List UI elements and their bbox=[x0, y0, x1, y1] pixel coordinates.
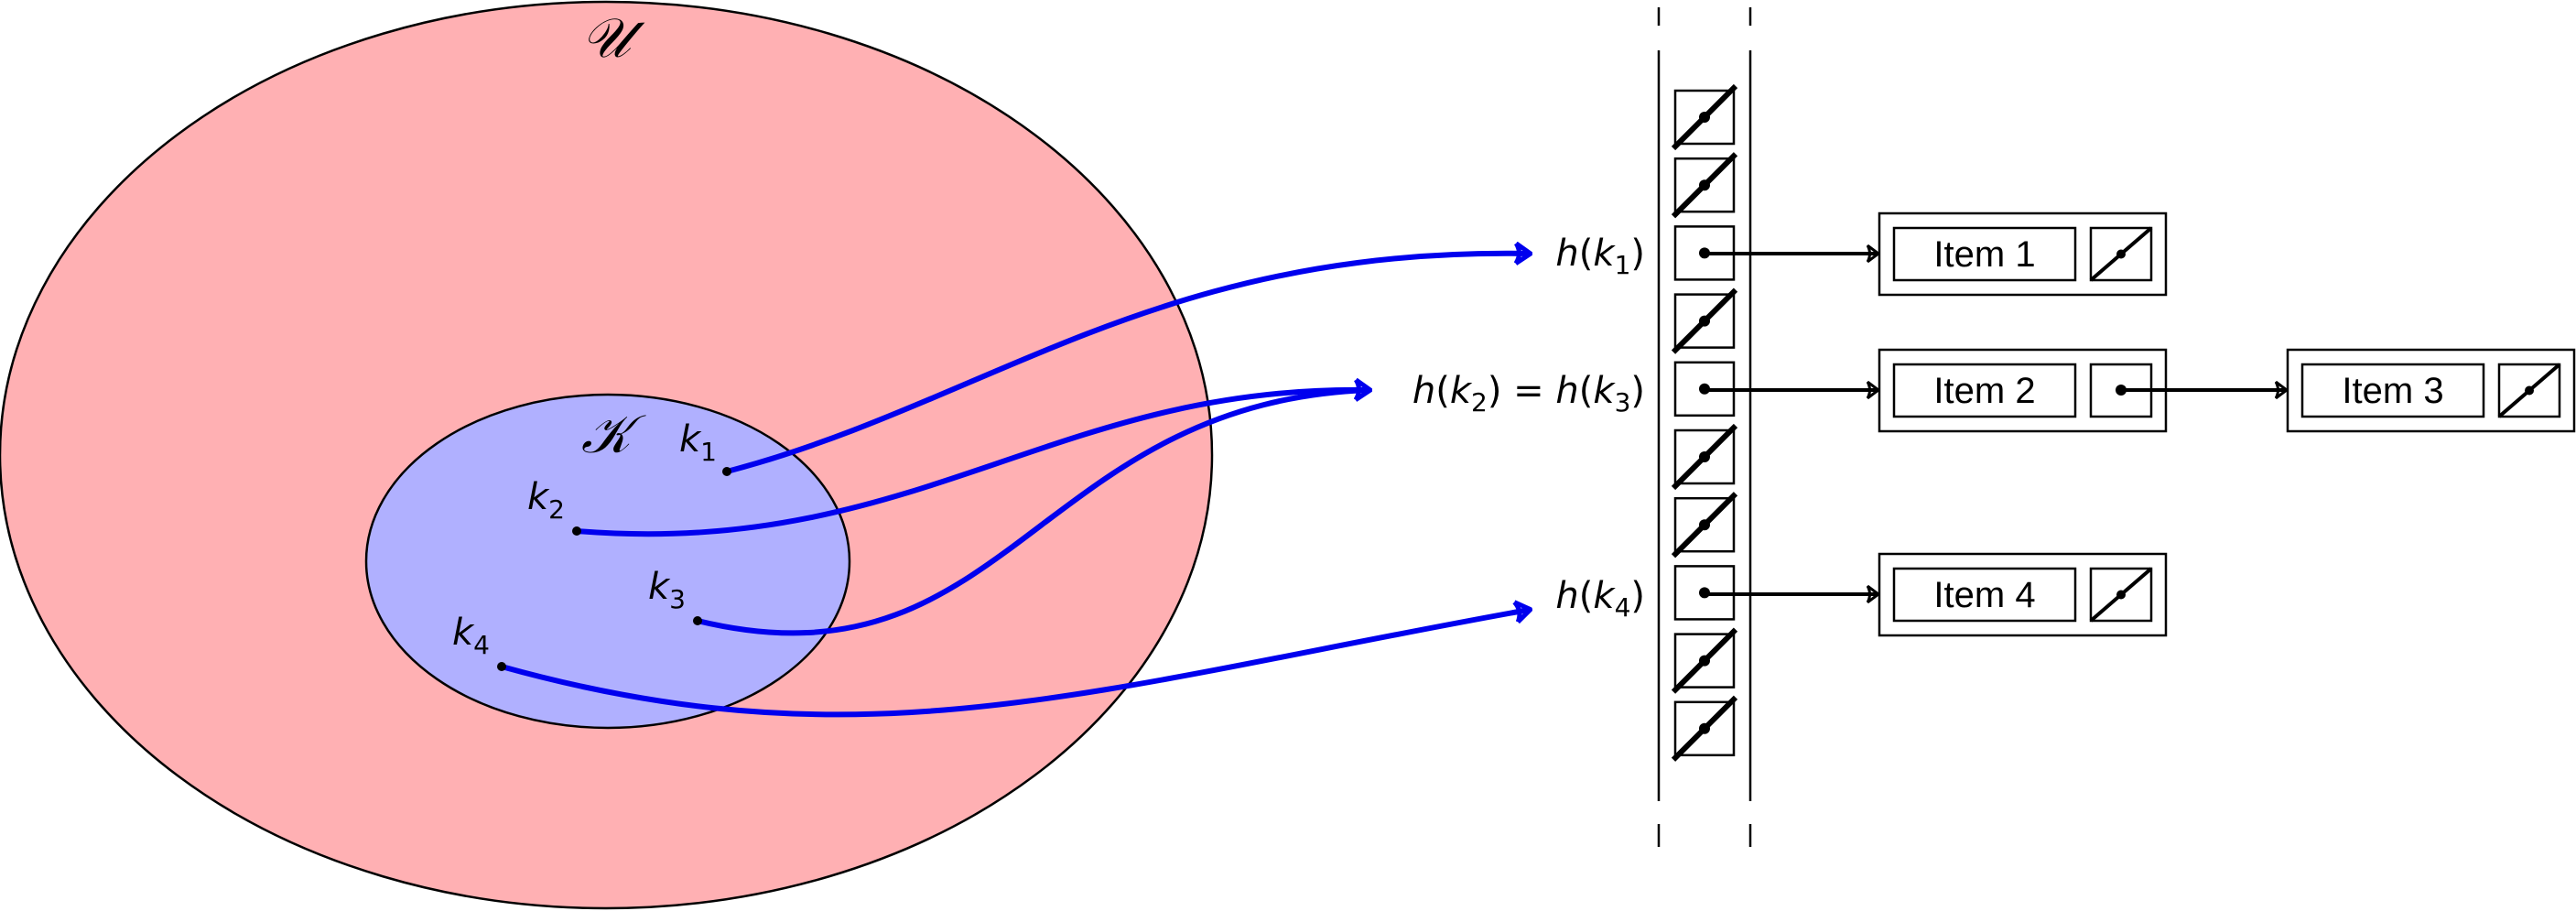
null-pointer-icon bbox=[2089, 567, 2153, 623]
item-label-2: Item 2 bbox=[1933, 371, 2035, 411]
item-label-4: Item 4 bbox=[1933, 575, 2035, 615]
null-slot-3 bbox=[1671, 287, 1738, 354]
hash-arrow-k3 bbox=[697, 387, 1369, 636]
keyset bbox=[364, 393, 851, 730]
item-label-1: Item 1 bbox=[1933, 234, 2035, 275]
item-label-3: Item 3 bbox=[2342, 371, 2443, 411]
hash-arrow-k1 bbox=[726, 254, 1529, 474]
item-node-4: Item 4 bbox=[1878, 552, 2168, 637]
null-slot-8 bbox=[1671, 627, 1738, 694]
item-node-1: Item 1 bbox=[1878, 211, 2168, 297]
key-point-k1 bbox=[722, 467, 731, 476]
hash-label-h4: h(k4) bbox=[1555, 575, 1645, 623]
hash-arrow-k2 bbox=[576, 390, 1369, 537]
null-slot-0 bbox=[1671, 83, 1738, 151]
null-slot-9 bbox=[1671, 695, 1738, 762]
hash-table bbox=[1657, 7, 1752, 847]
key-label-k1: k1 bbox=[679, 418, 717, 467]
hash-label-h23: h(k2) = h(k3) bbox=[1412, 370, 1645, 418]
key-point-k3 bbox=[693, 616, 702, 625]
null-pointer-icon bbox=[2497, 363, 2561, 418]
key-label-k3: k3 bbox=[648, 566, 686, 614]
null-slot-6 bbox=[1671, 492, 1738, 559]
null-slot-1 bbox=[1671, 152, 1738, 219]
null-slot-5 bbox=[1671, 423, 1738, 491]
hash-arrow-k4 bbox=[501, 610, 1529, 718]
hash-table-slots bbox=[1671, 83, 1738, 762]
item-node-3: Item 3 bbox=[2286, 348, 2576, 433]
key-point-k4 bbox=[497, 662, 506, 671]
key-label-k2: k2 bbox=[527, 476, 565, 525]
key-label-k4: k4 bbox=[452, 612, 490, 660]
key-point-k2 bbox=[572, 526, 581, 536]
hash-label-h1: h(k1) bbox=[1555, 233, 1645, 280]
null-pointer-icon bbox=[2089, 226, 2153, 282]
item-2-next-dot bbox=[2116, 385, 2127, 396]
